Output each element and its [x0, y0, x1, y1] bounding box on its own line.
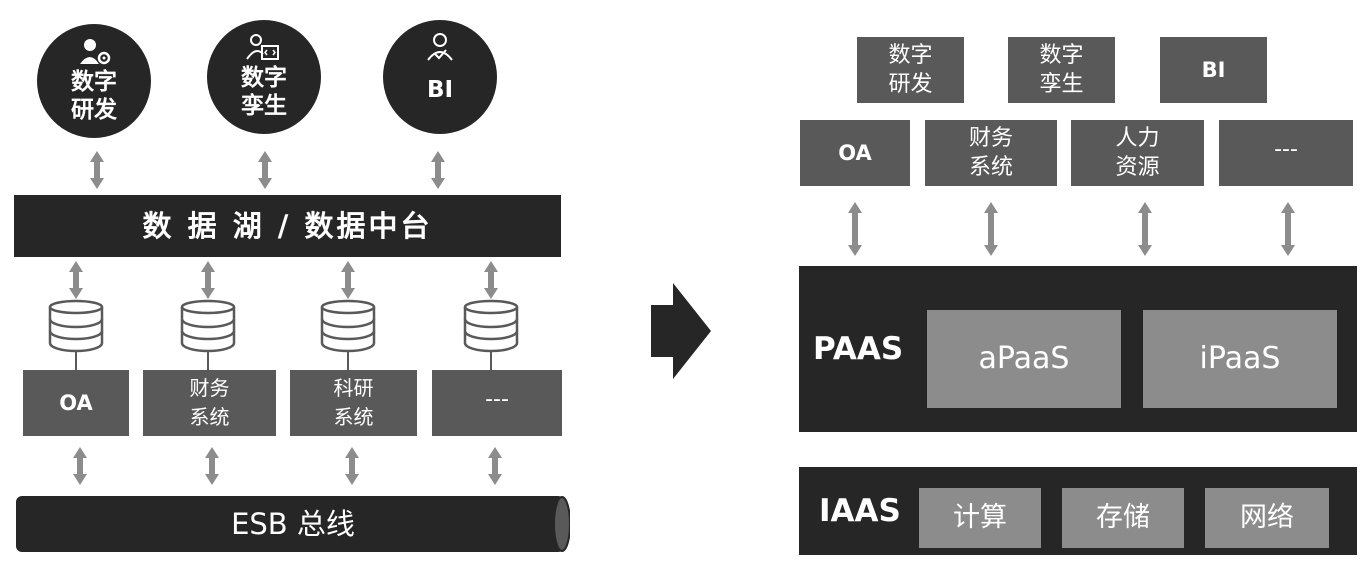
double-arrow-icon [984, 202, 998, 256]
consumer-digital-twin: 数字孪生 [207, 20, 321, 134]
double-arrow-icon [431, 151, 445, 189]
app-box-digital-rd: 数字研发 [857, 37, 964, 103]
double-arrow-icon [90, 151, 104, 189]
double-arrow-icon [484, 261, 498, 299]
double-arrow-icon [69, 261, 83, 299]
data-lake-bar: 数 据 湖 / 数据中台 [14, 195, 561, 257]
consumer-label: 数字研发 [71, 69, 117, 123]
system-box-hr: 人力资源 [1071, 120, 1204, 186]
double-arrow-icon [1281, 202, 1295, 256]
double-arrow-icon [205, 447, 219, 485]
consumer-bi: BI [383, 20, 497, 134]
system-box-oa: OA [23, 370, 129, 436]
iaas-layer: IAAS 计算 存储 网络 [799, 467, 1357, 555]
consumer-digital-rd: 数字研发 [37, 24, 151, 138]
system-box-oa: OA [800, 120, 910, 186]
double-arrow-icon [73, 447, 87, 485]
user-code-icon [246, 34, 279, 60]
user-check-icon [427, 33, 453, 61]
esb-bus-label: ESB 总线 [231, 507, 355, 541]
system-box-research: 科研系统 [290, 370, 417, 436]
compute-box: 计算 [919, 488, 1041, 548]
connector-line [207, 352, 209, 370]
transition-arrow-icon [651, 283, 711, 379]
esb-bus-pipe [16, 496, 570, 552]
paas-label: PAAS [813, 331, 904, 367]
double-arrow-icon [201, 261, 215, 299]
app-box-bi: BI [1160, 37, 1267, 103]
right-arrows [848, 202, 1295, 256]
connector-line [490, 352, 492, 370]
iaas-label: IAAS [819, 493, 901, 529]
user-gear-icon [80, 39, 111, 65]
database-icon [463, 299, 519, 353]
double-arrow-icon [345, 447, 359, 485]
paas-layer: PAAS aPaaS iPaaS [799, 266, 1357, 432]
ipaas-box: iPaaS [1143, 310, 1337, 408]
double-arrow-icon [848, 202, 862, 256]
system-box-finance: 财务系统 [925, 120, 1057, 186]
database-icon [48, 299, 104, 353]
system-box-more: --- [432, 370, 562, 436]
consumer-label: BI [426, 77, 454, 103]
double-arrow-icon [488, 447, 502, 485]
connector-line [75, 352, 77, 370]
database-icon [320, 299, 376, 353]
double-arrow-icon [341, 261, 355, 299]
app-box-digital-twin: 数字孪生 [1008, 37, 1115, 103]
double-arrow-icon [1138, 202, 1152, 256]
consumer-label: 数字孪生 [241, 65, 287, 119]
apaas-box: aPaaS [927, 310, 1121, 408]
system-box-more: --- [1219, 120, 1353, 186]
storage-box: 存储 [1062, 488, 1184, 548]
database-icon [180, 299, 236, 353]
left-arrows [69, 151, 502, 485]
connector-line [347, 352, 349, 370]
network-box: 网络 [1205, 488, 1329, 548]
system-box-finance: 财务系统 [143, 370, 276, 436]
double-arrow-icon [258, 151, 272, 189]
